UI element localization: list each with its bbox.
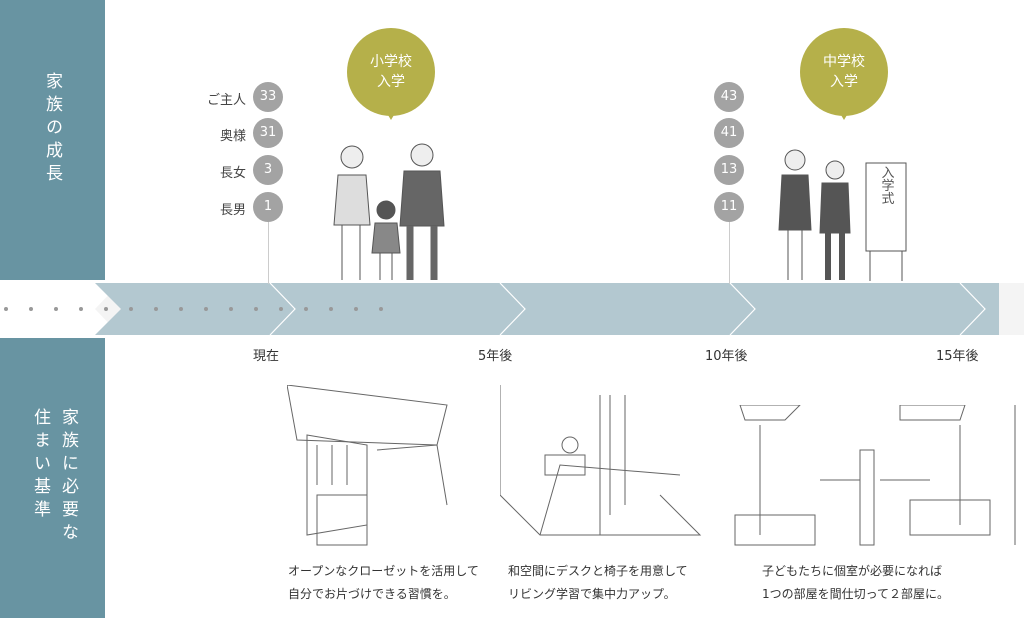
- sign-text: 入学式: [879, 166, 895, 205]
- age-badge: 31: [253, 118, 283, 148]
- timeline-dot: [179, 307, 183, 311]
- housing-standard-panel: 家族に必要な 住まい基準: [0, 338, 105, 618]
- timeline-dot: [279, 307, 283, 311]
- age-badge: 13: [714, 155, 744, 185]
- timeline-dot: [379, 307, 383, 311]
- junior-high-entry-bubble: 中学校入学: [800, 28, 888, 120]
- family-growth-label: 家族の成長: [42, 72, 62, 187]
- family-growth-panel: 家族の成長: [0, 0, 105, 280]
- ten-year-line: [729, 200, 730, 284]
- timeline-dot: [79, 307, 83, 311]
- tick-5: 5年後: [478, 349, 513, 364]
- housing-label-1: 家族に必要な: [58, 408, 78, 546]
- age-badge: 1: [253, 192, 283, 222]
- age-badge: 41: [714, 118, 744, 148]
- now-line: [268, 200, 269, 284]
- timeline-dot: [4, 307, 8, 311]
- age-badge: 33: [253, 82, 283, 112]
- timeline-band: [4, 283, 1024, 335]
- timeline-dot: [329, 307, 333, 311]
- timeline-dot: [54, 307, 58, 311]
- tick-now: 現在: [253, 349, 280, 364]
- timeline-dot: [154, 307, 158, 311]
- divided-room-illustration: [734, 405, 1016, 546]
- member-label: 長男: [219, 203, 246, 218]
- timeline-dot: [29, 307, 33, 311]
- timeline-dot: [254, 307, 258, 311]
- family-illustration-10-years: 入学式: [778, 149, 907, 281]
- age-badge: 11: [714, 192, 744, 222]
- caption-closet: オープンなクローゼットを活用して自分でお片づけできる習慣を。: [288, 564, 479, 601]
- closet-room-illustration: [287, 385, 448, 546]
- timeline-dot: [104, 307, 108, 311]
- timeline-dot: [204, 307, 208, 311]
- study-space-illustration: [500, 385, 702, 536]
- caption-study: 和空間にデスクと椅子を用意してリビング学習で集中力アップ。: [508, 564, 688, 601]
- member-label: 奥様: [219, 129, 246, 144]
- tick-10: 10年後: [705, 349, 748, 364]
- family-illustration-now: [333, 143, 445, 280]
- timeline-dot: [229, 307, 233, 311]
- timeline-dot: [354, 307, 358, 311]
- tick-15: 15年後: [936, 349, 979, 364]
- housing-label-2: 住まい基準: [30, 408, 50, 523]
- member-label: 長女: [219, 166, 246, 181]
- elementary-entry-bubble: 小学校入学: [347, 28, 435, 120]
- age-badge: 43: [714, 82, 744, 112]
- member-label: ご主人: [206, 93, 246, 108]
- age-badge: 3: [253, 155, 283, 185]
- timeline-dot: [129, 307, 133, 311]
- timeline-dot: [304, 307, 308, 311]
